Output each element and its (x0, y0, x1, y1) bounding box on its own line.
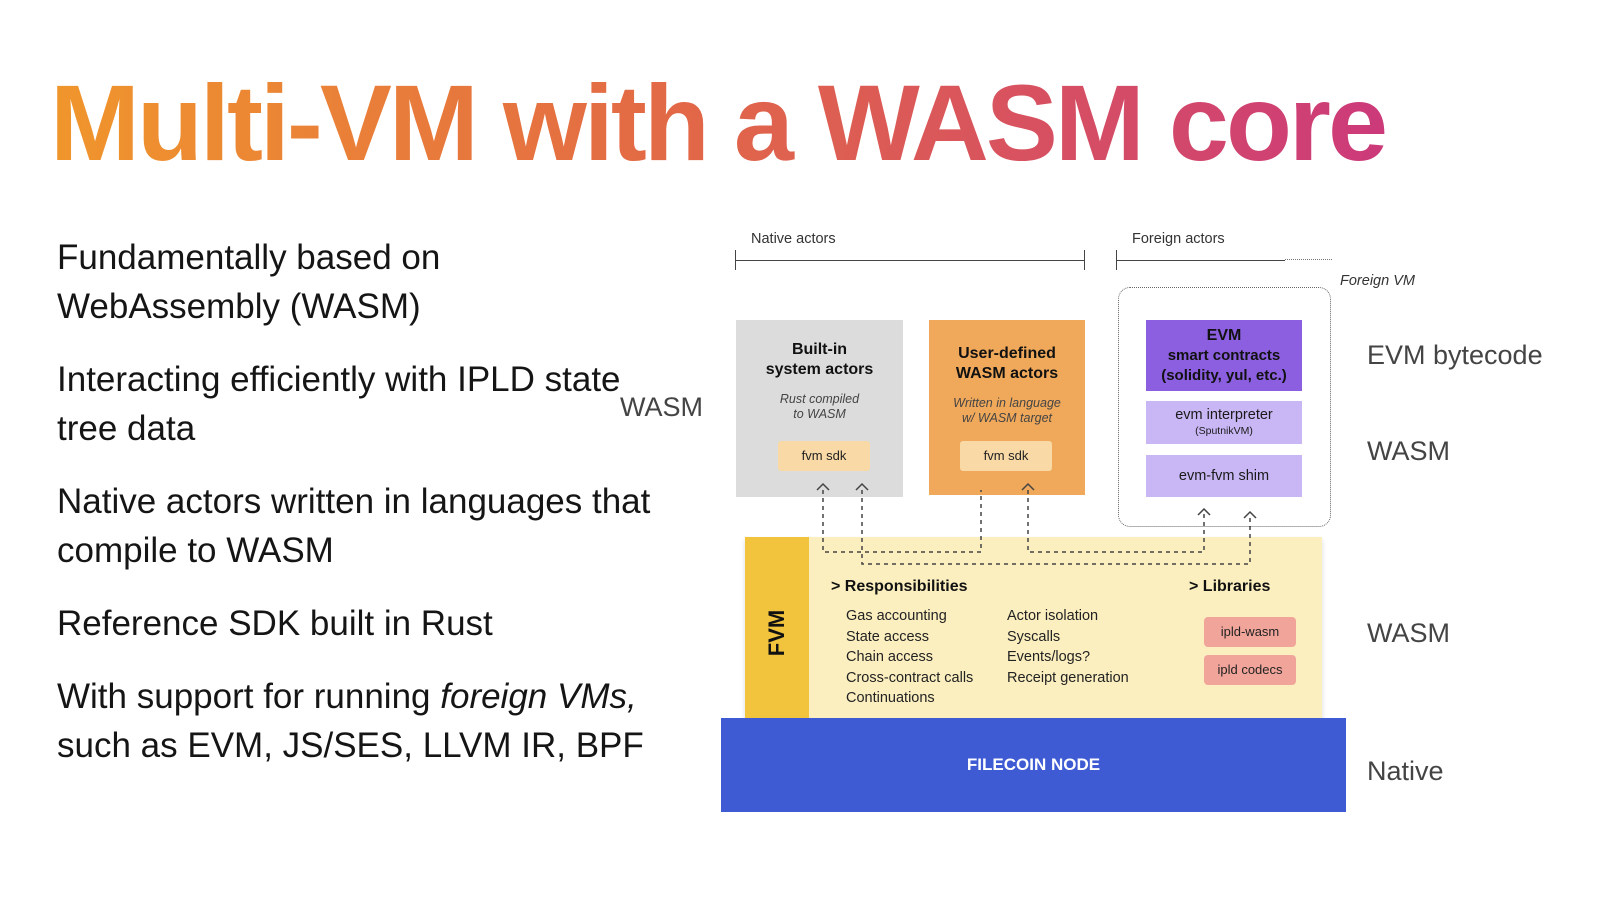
bullet-list: Fundamentally based on WebAssembly (WASM… (57, 233, 657, 794)
filecoin-node-label: FILECOIN NODE (966, 755, 1101, 774)
right-label-native: Native (1367, 756, 1444, 786)
library-chip-ipld-wasm: ipld-wasm (1204, 617, 1296, 647)
userdef-fvm-sdk-chip: fvm sdk (960, 441, 1052, 471)
left-wasm-label: WASM (620, 392, 703, 422)
fvm-label-wrap: FVM (757, 605, 797, 661)
userdef-subtitle: Written in language w/ WASM target (929, 396, 1085, 426)
resp-item: Syscalls (1007, 628, 1061, 645)
builtin-title-1: Built-in (791, 341, 848, 358)
library-chip-ipld-codecs: ipld codecs (1204, 655, 1296, 685)
foreign-bracket-left-tick (1116, 250, 1117, 270)
foreign-actors-bracket-dotted (1285, 259, 1332, 260)
right-label-wasm-fvm: WASM (1367, 618, 1450, 648)
builtin-title-2: system actors (765, 361, 874, 378)
builtin-subtitle: Rust compiled to WASM (736, 392, 903, 422)
evm-fvm-shim-box: evm-fvm shim (1146, 455, 1302, 497)
evm-interpreter-label: evm interpreter (1175, 407, 1273, 423)
resp-item: Receipt generation (1007, 669, 1129, 686)
userdef-title-1: User-defined (958, 345, 1056, 362)
bullet-native-actors: Native actors written in languages that … (57, 482, 651, 570)
responsibilities-col-2: Actor isolation Syscalls Events/logs? Re… (1007, 606, 1129, 688)
bullet-foreign-vms-pre: With support for running (57, 677, 441, 716)
resp-item: Cross-contract calls (846, 669, 974, 686)
evm-smart-contracts-box: EVM smart contracts (solidity, yul, etc.… (1146, 320, 1302, 391)
native-bracket-left-tick (735, 250, 736, 270)
userdef-sub-2: w/ WASM target (961, 411, 1053, 425)
responsibilities-title: > Responsibilities (831, 578, 968, 595)
bullet-foreign-vms-em: foreign VMs, (440, 677, 637, 716)
right-label-wasm-foreign: WASM (1367, 436, 1450, 466)
resp-item: Continuations (846, 690, 935, 706)
bullet-ipld: Interacting efficiently with IPLD state … (57, 360, 621, 448)
resp-item: Actor isolation (1007, 608, 1099, 624)
evm-interpreter-sub: (SputnikVM) (1195, 425, 1253, 437)
responsibilities-col-1: Gas accounting State access Chain access… (846, 606, 973, 709)
slide-title: Multi-VM with a WASM core (50, 58, 1388, 188)
resp-item: Events/logs? (1007, 649, 1091, 665)
native-actors-bracket (736, 260, 1085, 261)
bullet-wasm-based: Fundamentally based on WebAssembly (WASM… (57, 238, 441, 326)
foreign-vm-label: Foreign VM (1340, 273, 1415, 289)
evm-line-3: (solidity, yul, etc.) (1161, 367, 1287, 384)
fvm-label: FVM (764, 609, 790, 657)
filecoin-node-bar: FILECOIN NODE (721, 718, 1346, 812)
evm-interpreter-box: evm interpreter (SputnikVM) (1146, 401, 1302, 444)
evm-line-2: smart contracts (1167, 347, 1281, 364)
resp-item: State access (846, 628, 930, 645)
resp-item: Chain access (846, 649, 934, 665)
native-actors-label: Native actors (751, 231, 836, 247)
foreign-actors-label: Foreign actors (1132, 231, 1225, 247)
userdef-title-2: WASM actors (955, 365, 1059, 382)
builtin-sub-2: to WASM (793, 407, 846, 421)
bullet-foreign-vms-post: such as EVM, JS/SES, LLVM IR, BPF (57, 726, 644, 765)
resp-item: Gas accounting (846, 608, 947, 624)
libraries-title: > Libraries (1189, 578, 1271, 595)
evm-line-1: EVM (1206, 327, 1242, 344)
userdef-sub-1: Written in language (953, 396, 1061, 410)
native-bracket-right-tick (1084, 250, 1085, 270)
builtin-sub-1: Rust compiled (779, 392, 860, 406)
foreign-actors-bracket (1117, 260, 1285, 261)
bullet-foreign-vms: With support for running foreign VMs, su… (57, 672, 657, 770)
fvm-side-bar (745, 537, 809, 727)
right-label-evm-bytecode: EVM bytecode (1367, 340, 1543, 370)
bullet-sdk-rust: Reference SDK built in Rust (57, 604, 493, 643)
builtin-fvm-sdk-chip: fvm sdk (778, 441, 870, 471)
